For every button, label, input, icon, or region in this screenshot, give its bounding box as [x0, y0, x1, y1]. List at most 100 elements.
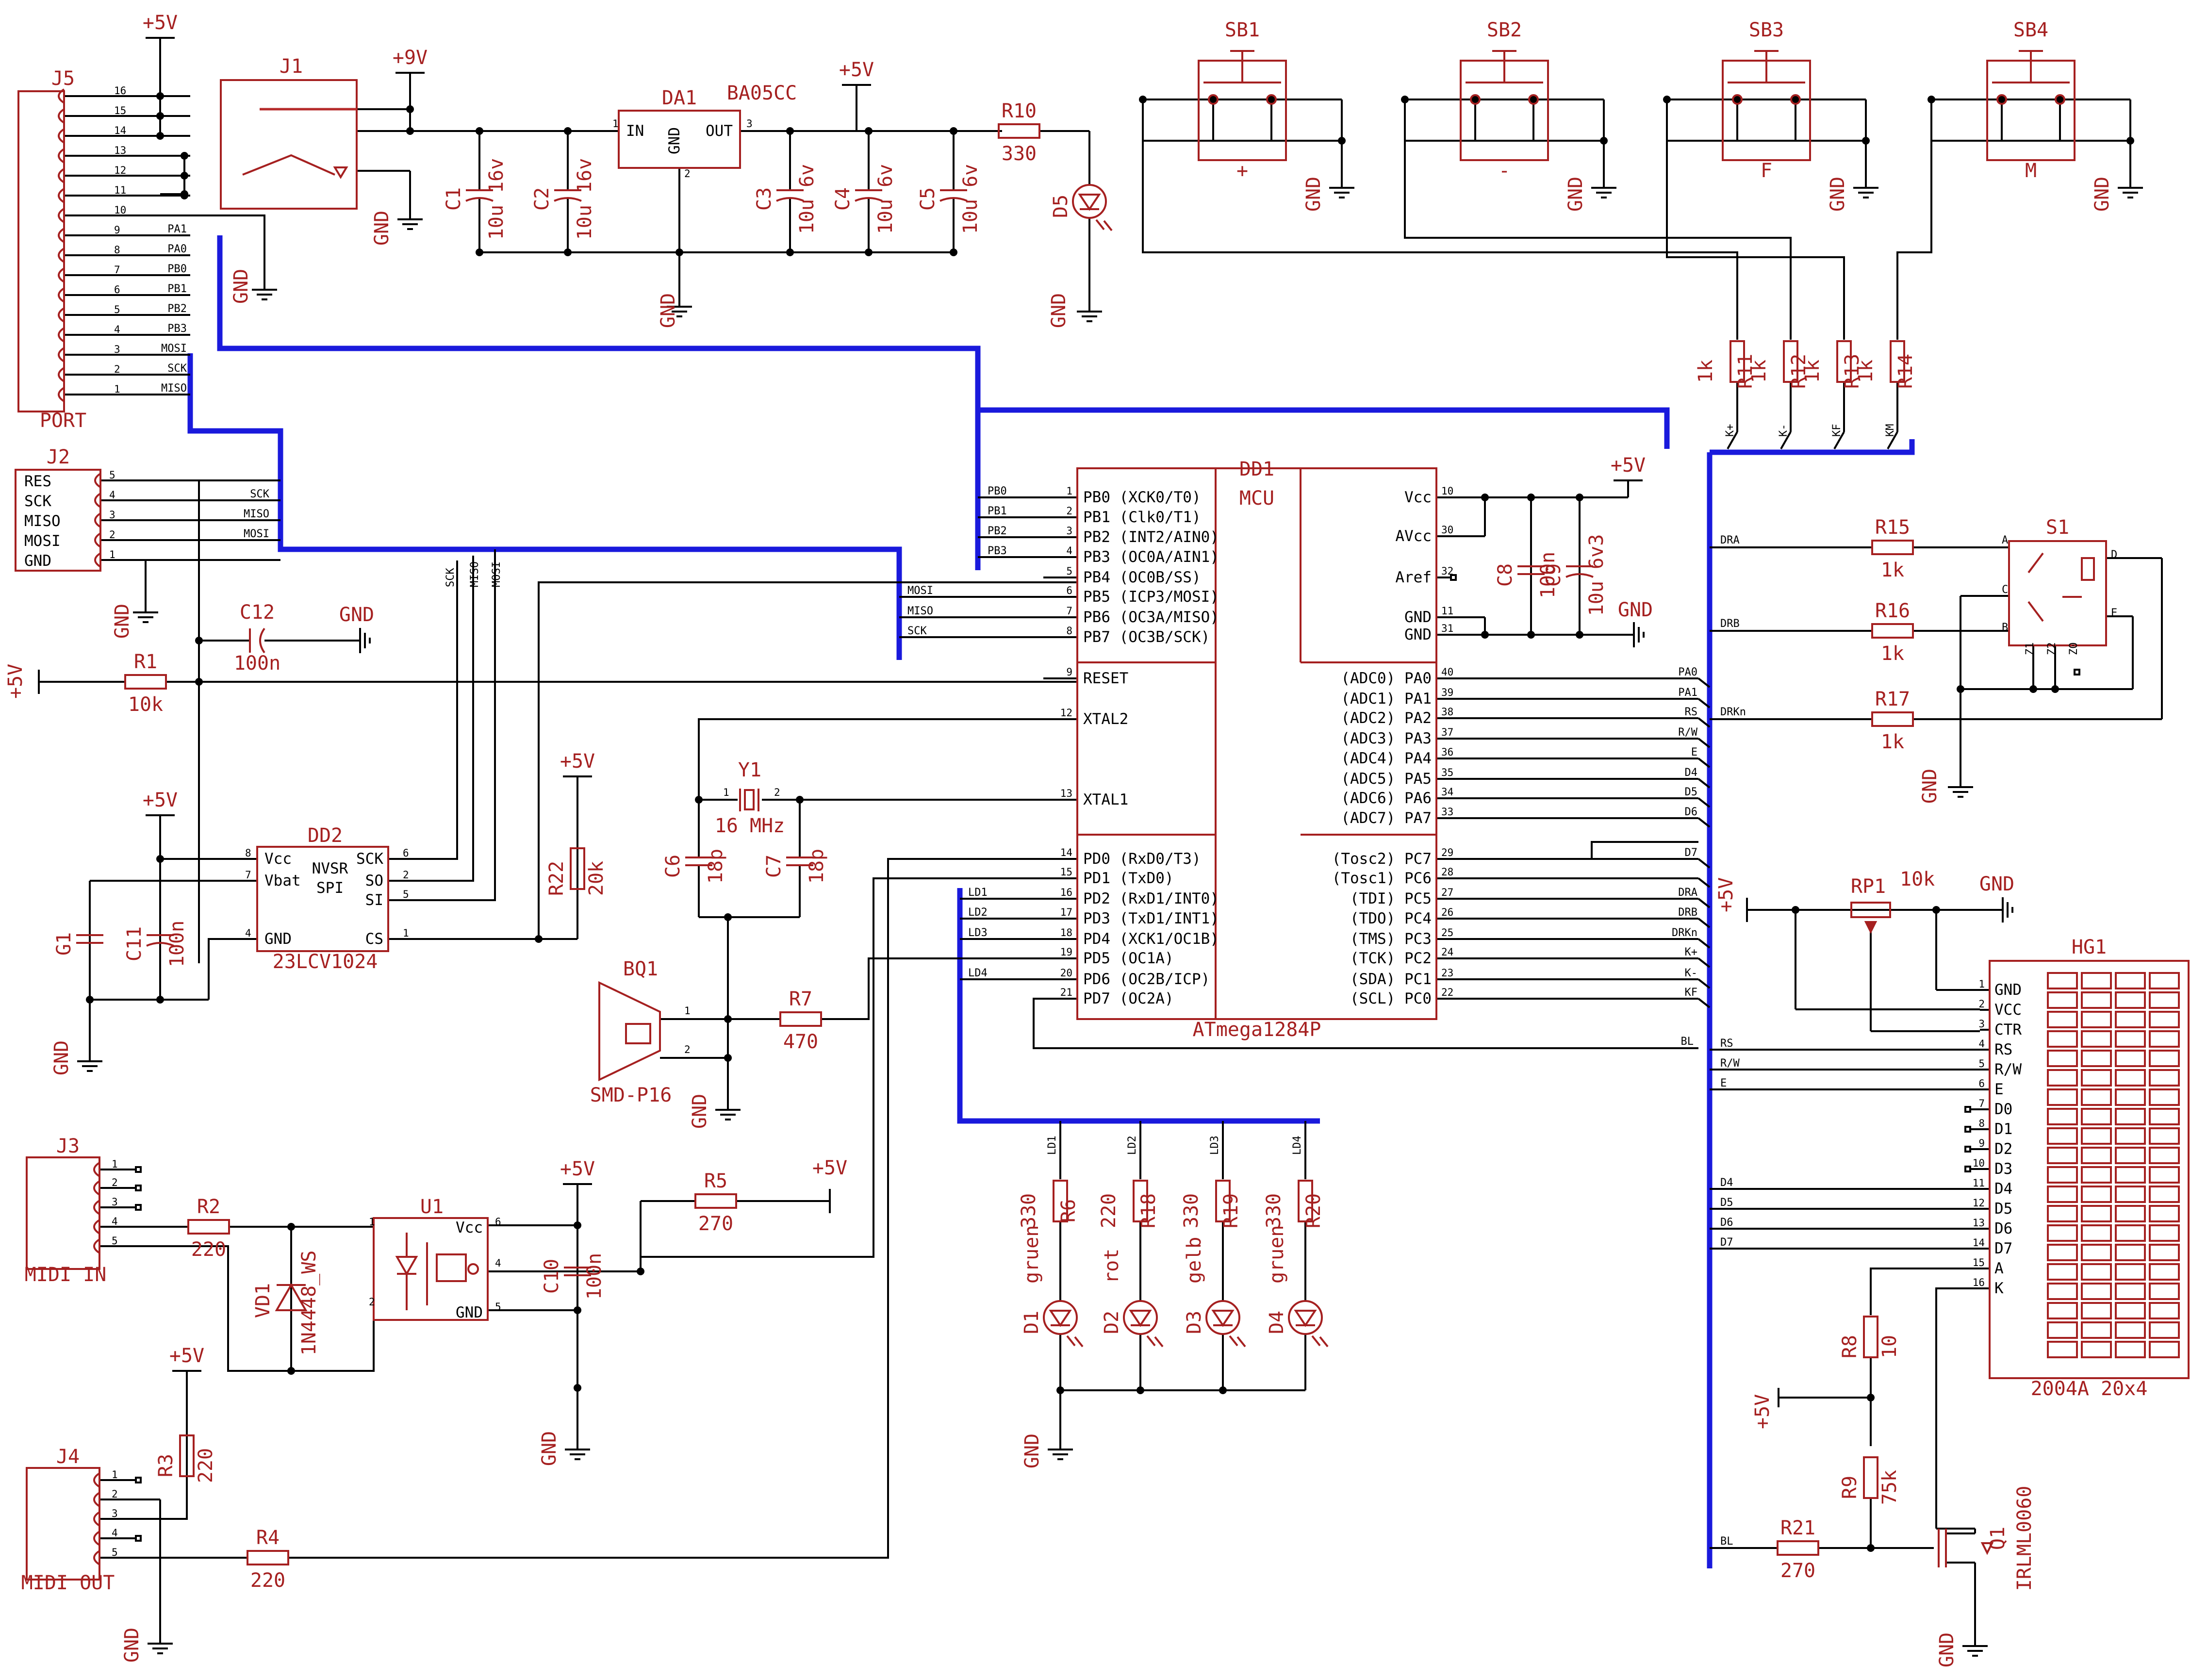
lcd-cell — [2149, 1088, 2180, 1106]
lcd-pin: R/W — [1994, 1061, 2022, 1078]
mcu-left-pin: PD4 (XCK1/OC1B) — [1083, 930, 1219, 948]
D3-color: gelb — [1183, 1237, 1205, 1284]
circle — [1266, 94, 1277, 105]
wire — [1697, 797, 1711, 808]
sw-net: KF — [1831, 424, 1843, 437]
label: 4 — [1978, 1038, 1985, 1050]
wire — [1935, 1287, 1980, 1529]
C5-ref: C5 — [917, 187, 939, 211]
cap-plate — [855, 197, 883, 202]
junction-dot — [1481, 631, 1489, 639]
mcu-right-pin-num: 36 — [1441, 746, 1453, 758]
path — [93, 1162, 100, 1177]
led-net: LD4 — [968, 967, 988, 979]
port-net: SCK — [167, 362, 187, 375]
lcd-cell — [2047, 1069, 2078, 1087]
label: 2 — [112, 1488, 118, 1500]
lcd-cell — [2081, 1108, 2112, 1125]
R20-ref: R20 — [1302, 1193, 1325, 1228]
wire — [698, 718, 1077, 800]
mcu-left-pin-num: 19 — [1060, 946, 1072, 958]
label: B — [2002, 622, 2008, 634]
gnd-label: GND — [1919, 769, 1941, 804]
lcd-cell — [2047, 1011, 2078, 1028]
lcd-cell — [2047, 1224, 2078, 1242]
lcd-cell — [2047, 1166, 2078, 1184]
mcu-right-net: PA1 — [1678, 687, 1697, 699]
port-pin-num: 9 — [114, 224, 120, 236]
nc-pin — [135, 1204, 142, 1211]
circle — [467, 1263, 479, 1275]
lcd-cell — [2081, 1263, 2112, 1281]
R17-value: 1k — [1881, 731, 1904, 753]
opto-led — [395, 1256, 418, 1276]
circle — [1790, 94, 1801, 105]
lcd-cell — [2047, 1050, 2078, 1067]
lcd-cell — [2081, 1011, 2112, 1028]
cap-plate — [1565, 573, 1594, 578]
R18-ref: R18 — [1137, 1193, 1160, 1228]
label: 1 — [612, 118, 619, 130]
R8-ref: R8 — [1839, 1335, 1861, 1358]
bus-pb — [217, 235, 1670, 449]
R14-value: 1k — [1855, 360, 1877, 383]
lcd-cell — [2081, 1321, 2112, 1339]
label: 100n — [234, 652, 280, 675]
label: 5 — [403, 889, 409, 900]
j1-ref: J1 — [280, 55, 303, 78]
isp-net: MOSI — [244, 528, 269, 540]
dd2-ref: DD2 — [308, 824, 343, 847]
lcd-pin: D5 — [1994, 1200, 2012, 1218]
s1-net: DRB — [1720, 618, 1740, 630]
label: 3 — [1978, 1018, 1985, 1030]
led-net: LD4 — [1291, 1136, 1303, 1155]
gnd-icon — [133, 607, 158, 623]
polygon — [1864, 921, 1878, 934]
circle — [2055, 94, 2065, 105]
port-pin — [58, 247, 65, 263]
mcu-right-pin-num: 24 — [1441, 946, 1453, 958]
D5-led — [1072, 184, 1107, 219]
R2-value: 220 — [191, 1238, 226, 1261]
R1-value: 10k — [128, 693, 163, 716]
port-pin — [58, 307, 65, 323]
port-net: PA1 — [167, 223, 187, 235]
mcu-right-net: PA0 — [1678, 666, 1697, 678]
mcu-left-pin: PB3 (OC0A/AIN1) — [1083, 548, 1219, 566]
label: 6 — [403, 847, 409, 859]
label: 13 — [1973, 1217, 1985, 1229]
lcd-cell — [2149, 1341, 2180, 1358]
arrow — [1066, 1335, 1076, 1347]
wire — [1697, 717, 1711, 728]
wire — [1780, 431, 1792, 449]
lcd-cell — [2081, 1069, 2112, 1087]
lcd-net: RS — [1720, 1038, 1733, 1050]
mcu-right-net: DRB — [1678, 906, 1697, 919]
port-pin — [58, 347, 65, 362]
mcu-right-pin-num: 35 — [1441, 767, 1453, 778]
mcu-left-pin-num: 18 — [1060, 927, 1072, 939]
mcu-right-pin: (ADC1) PA1 — [1341, 690, 1432, 708]
R22-ref: R22 — [545, 861, 568, 896]
label: +5V — [4, 664, 27, 699]
sram-pin: SCK — [356, 850, 383, 868]
lcd-cell — [2081, 1224, 2112, 1242]
R7-value: 470 — [783, 1031, 818, 1053]
R1-ref: R1 — [134, 651, 157, 673]
port-net: MOSI — [161, 343, 187, 355]
port-pin-num: 3 — [114, 344, 120, 355]
R15-resistor — [1871, 540, 1914, 555]
R15-value: 1k — [1881, 559, 1904, 581]
R4-ref: R4 — [256, 1527, 280, 1549]
isp-pin-num: 2 — [109, 529, 115, 541]
label: 4 — [112, 1216, 118, 1227]
mcu-left-pin: PB5 (ICP3/MOSI) — [1083, 588, 1219, 606]
mcu-right-pin: GND — [1404, 609, 1432, 626]
label: 8 — [1978, 1118, 1985, 1129]
isp-net: MISO — [244, 508, 269, 520]
junction-dot — [287, 1367, 295, 1375]
gnd-icon — [715, 1104, 741, 1120]
lcd-pin: D0 — [1994, 1101, 2012, 1118]
gnd-icon — [1997, 897, 2013, 922]
junction-dot — [574, 1221, 581, 1229]
